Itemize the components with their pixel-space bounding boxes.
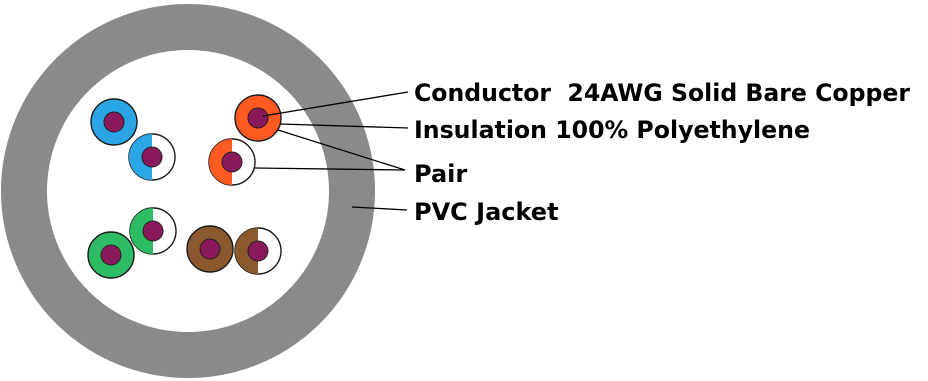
conductor-blue-stripe	[141, 146, 163, 168]
core-orange-stripe-half	[209, 139, 232, 185]
core-blue-stripe-half	[129, 134, 152, 180]
pair-brown	[186, 225, 282, 275]
pair-orange	[208, 94, 282, 186]
conductor-green-solid	[100, 244, 122, 266]
pair-blue	[90, 98, 176, 181]
pvc-jacket-ring	[1, 4, 375, 378]
conductor-brown-solid	[199, 238, 221, 260]
leader-jacket	[351, 206, 408, 211]
label-insulation: Insulation 100% Polyethylene	[414, 116, 810, 144]
conductor-orange-stripe	[221, 151, 243, 173]
conductor-blue-solid	[103, 111, 125, 133]
pair-green	[87, 207, 177, 279]
label-conductor: Conductor 24AWG Solid Bare Copper	[414, 79, 910, 107]
label-jacket: PVC Jacket	[414, 198, 559, 226]
label-pair: Pair	[414, 160, 467, 188]
leader-pair-upper	[277, 129, 406, 171]
conductor-orange-solid	[247, 107, 269, 129]
leader-conductor	[262, 91, 409, 117]
core-green-stripe-half	[130, 208, 153, 254]
conductor-brown-stripe	[247, 240, 269, 262]
leader-insulation	[279, 123, 409, 129]
leader-pair-lower	[253, 167, 406, 171]
conductor-green-stripe	[142, 220, 164, 242]
core-brown-stripe-half	[235, 228, 258, 274]
